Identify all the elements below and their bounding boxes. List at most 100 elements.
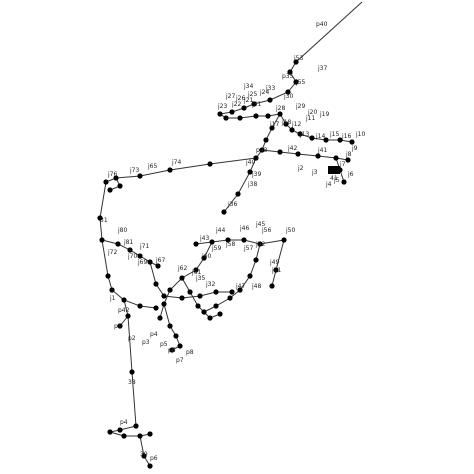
junction-node xyxy=(193,241,199,247)
junction-node xyxy=(295,151,301,157)
node-label: 41 xyxy=(330,175,338,182)
junction-node xyxy=(253,257,259,263)
junction-node xyxy=(179,275,185,281)
node-label: j58 xyxy=(225,241,235,248)
junction-node xyxy=(333,155,339,161)
node-label: p42 xyxy=(118,307,130,314)
node-label: j1 xyxy=(109,295,116,302)
junction-node xyxy=(201,255,207,261)
junction-node xyxy=(269,283,275,289)
junction-node xyxy=(225,237,231,243)
junction-node xyxy=(277,149,283,155)
junction-node xyxy=(293,79,299,85)
node-label: j76 xyxy=(107,171,117,178)
junction-node xyxy=(117,183,123,189)
junction-node xyxy=(167,167,173,173)
node-label: j8 xyxy=(345,151,352,158)
junction-node xyxy=(323,137,329,143)
node-label: j25 xyxy=(247,91,257,98)
junction-node xyxy=(169,347,175,353)
junction-node xyxy=(293,59,299,65)
junction-node xyxy=(341,179,347,185)
node-label: j32 xyxy=(205,281,215,288)
junction-node xyxy=(207,315,213,321)
junction-node xyxy=(277,111,283,117)
node-label: p5 xyxy=(160,341,168,348)
junction-node xyxy=(147,463,153,469)
node-label: j69 xyxy=(137,259,147,266)
junction-node xyxy=(141,453,147,459)
node-label: j45 xyxy=(255,221,265,228)
node-label: j51 xyxy=(271,267,281,274)
junction-node xyxy=(137,173,143,179)
node-label: j36 xyxy=(227,201,237,208)
junction-node xyxy=(229,289,235,295)
node-label: j40 xyxy=(245,159,255,166)
junction-node xyxy=(345,157,351,163)
junction-node xyxy=(193,267,199,273)
node-label: 39 xyxy=(140,451,148,458)
junction-node xyxy=(289,127,295,133)
junction-node xyxy=(167,323,173,329)
node-label: j74 xyxy=(171,159,181,166)
node-label: j71 xyxy=(139,243,149,250)
junction-node xyxy=(201,309,207,315)
junction-node xyxy=(213,289,219,295)
junction-node xyxy=(287,69,293,75)
node-label: j19 xyxy=(319,111,329,118)
junction-node xyxy=(241,237,247,243)
node-label: j62 xyxy=(177,265,187,272)
node-label: j10 xyxy=(355,131,365,138)
junction-node xyxy=(173,333,179,339)
junction-node xyxy=(133,423,139,429)
node-label: j41 xyxy=(317,147,327,154)
node-label: j6 xyxy=(347,171,354,178)
junction-node xyxy=(269,125,275,131)
junction-node xyxy=(121,433,127,439)
junction-node xyxy=(107,429,113,435)
node-label: j67 xyxy=(155,257,165,264)
node-label: j59 xyxy=(211,245,221,252)
node-label: j30 xyxy=(283,93,293,100)
node-label: j31 xyxy=(251,101,261,108)
node-label: p43 xyxy=(256,147,268,154)
node-label: j15 xyxy=(329,131,339,138)
node-label: j60 xyxy=(201,253,211,260)
junction-node xyxy=(167,287,173,293)
junction-node xyxy=(227,295,233,301)
node-label: j61 xyxy=(191,269,201,276)
node-label: j43 xyxy=(199,235,209,242)
node-label: j13 xyxy=(299,131,309,138)
junction-node xyxy=(147,431,153,437)
junction-node xyxy=(209,239,215,245)
node-label: j53 xyxy=(293,55,303,62)
junction-node xyxy=(105,273,111,279)
node-label: j73 xyxy=(129,167,139,174)
junction-node xyxy=(179,295,185,301)
junction-node xyxy=(195,303,201,309)
junction-node xyxy=(237,287,243,293)
junction-node xyxy=(297,131,303,137)
node-label: j52 xyxy=(255,241,265,248)
node-label: p40 xyxy=(316,21,328,28)
junction-node xyxy=(197,293,203,299)
node-label: j20 xyxy=(307,109,317,116)
junction-node xyxy=(157,315,163,321)
node-label: j56 xyxy=(261,227,271,234)
node-label: p3 xyxy=(142,339,150,346)
junction-node xyxy=(129,369,135,375)
node-label: j9 xyxy=(351,145,358,152)
junction-node xyxy=(137,433,143,439)
junction-node xyxy=(223,115,229,121)
junction-node xyxy=(263,137,269,143)
junction-node xyxy=(281,237,287,243)
tank-node xyxy=(328,166,340,174)
junction-node xyxy=(99,237,105,243)
junction-node xyxy=(257,241,263,247)
junction-node xyxy=(237,115,243,121)
junction-node xyxy=(247,273,253,279)
node-label: j38 xyxy=(247,181,257,188)
node-label: j16 xyxy=(341,133,351,140)
node-label: j21 xyxy=(243,97,253,104)
node-label: j42 xyxy=(287,145,297,152)
